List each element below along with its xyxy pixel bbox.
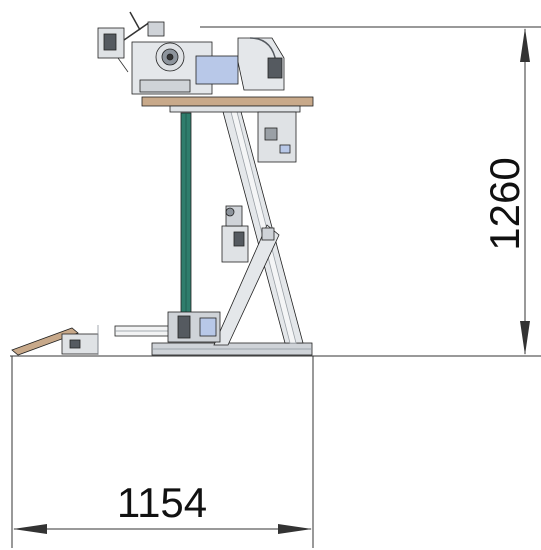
scissor-arm-cross bbox=[213, 224, 280, 346]
width-dimension-label: 1154 bbox=[117, 479, 207, 526]
width-arrow-right bbox=[278, 524, 312, 534]
width-arrow-left bbox=[13, 524, 47, 534]
height-arrow-top bbox=[520, 28, 530, 62]
scissor-pivot bbox=[261, 227, 275, 241]
height-dimension-label: 1260 bbox=[481, 157, 528, 250]
table-top bbox=[141, 96, 314, 107]
foot-pedal bbox=[11, 327, 79, 356]
machine bbox=[11, 11, 314, 356]
dimension-arrows bbox=[13, 28, 530, 534]
table-support bbox=[169, 105, 301, 113]
height-arrow-bottom bbox=[520, 321, 530, 355]
head-panel bbox=[195, 55, 239, 85]
dimension-lines bbox=[10, 26, 541, 548]
